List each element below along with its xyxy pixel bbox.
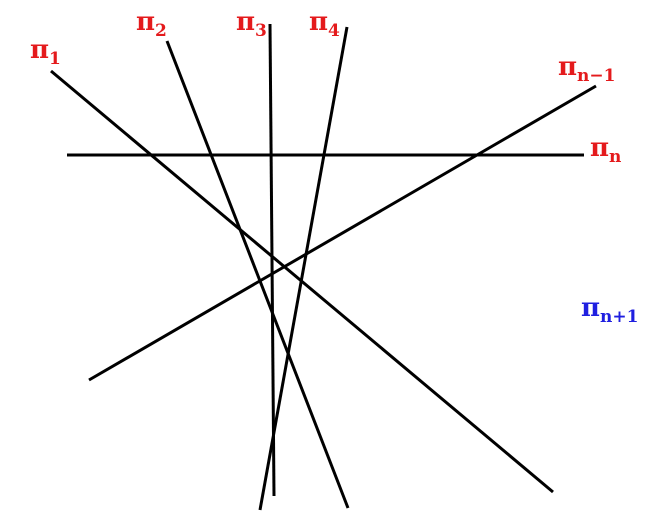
line-pi-3 xyxy=(268,23,276,497)
line-pi-n-minus-1 xyxy=(88,84,597,382)
line-pi-2 xyxy=(165,40,350,509)
label-pi-2: π2 xyxy=(136,7,167,41)
label-pi-1: π1 xyxy=(30,35,61,69)
label-pi-n-minus-1: πn−1 xyxy=(558,52,615,86)
label-pi-4: π4 xyxy=(309,7,340,41)
line-pi-4 xyxy=(258,26,349,511)
label-pi-n-plus-1: πn+1 xyxy=(581,293,638,327)
label-pi-n: πn xyxy=(590,133,621,167)
label-pi-3: π3 xyxy=(236,7,267,41)
